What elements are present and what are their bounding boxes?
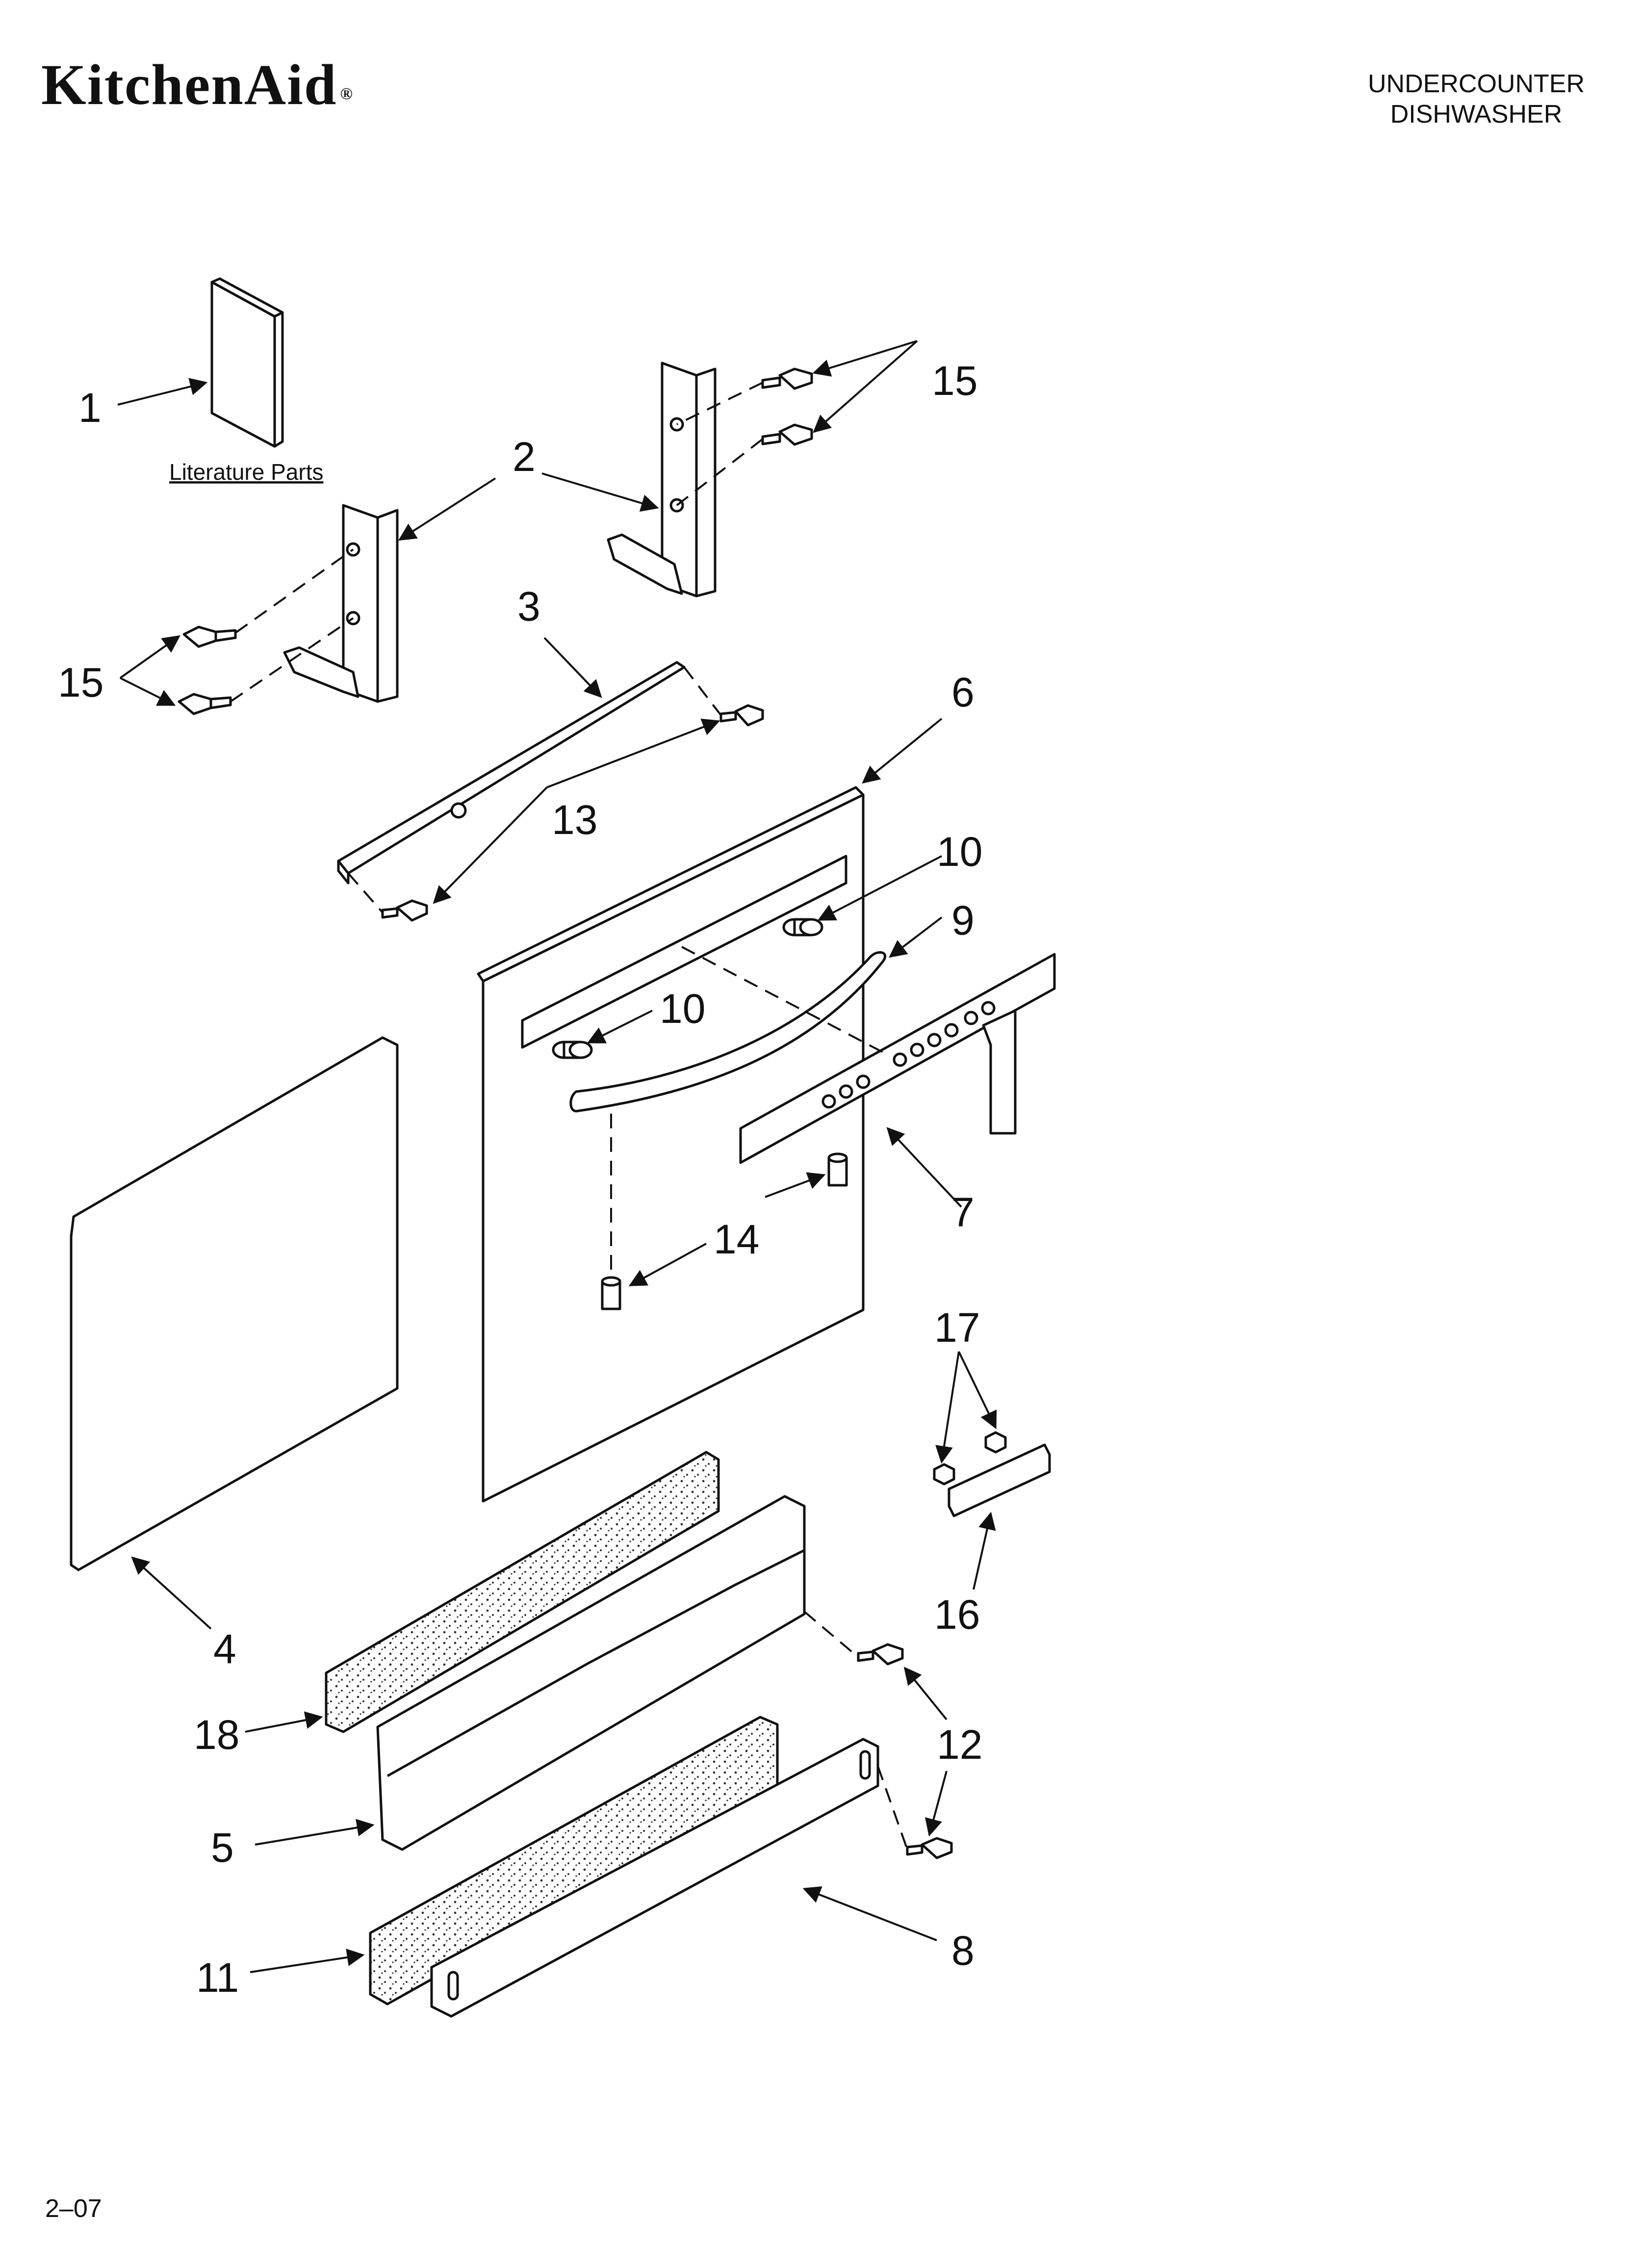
callout-16: 16 <box>934 1591 980 1638</box>
hinge-screw <box>761 423 813 446</box>
callout-13: 13 <box>552 797 597 843</box>
handle-stud <box>552 1041 593 1059</box>
callout-10-upper: 10 <box>937 829 982 875</box>
literature-book <box>210 277 284 448</box>
callout-10-lower: 10 <box>660 986 705 1032</box>
callout-11: 11 <box>196 1955 239 2001</box>
title-line-2: DISHWASHER <box>1390 100 1563 129</box>
hinge-screw <box>178 693 232 715</box>
callout-17: 17 <box>934 1304 980 1351</box>
hinge-bracket-right <box>607 362 717 598</box>
callout-15-right: 15 <box>932 358 977 404</box>
hinge-screw <box>182 626 237 648</box>
access-panel <box>430 1738 879 2018</box>
title-line-1: UNDERCOUNTER <box>1368 70 1585 98</box>
callout-7: 7 <box>951 1189 975 1235</box>
handle-spacer <box>827 1152 848 1187</box>
document-title: UNDERCOUNTER DISHWASHER <box>1305 69 1642 130</box>
literature-parts-label: Literature Parts <box>169 459 323 485</box>
callout-2: 2 <box>513 434 536 480</box>
callout-4: 4 <box>213 1626 236 1672</box>
callout-8: 8 <box>951 1928 975 1974</box>
channel-screw <box>381 899 428 922</box>
callout-18: 18 <box>194 1712 239 1758</box>
callout-5: 5 <box>211 1825 234 1871</box>
kickplate-bracket <box>376 1495 806 1851</box>
control-panel-overlay <box>739 953 1056 1164</box>
callout-6: 6 <box>951 669 975 715</box>
hinge-screw <box>761 367 813 390</box>
outer-door-panel <box>477 786 865 1503</box>
hex-nut <box>933 1463 955 1486</box>
callout-1: 1 <box>78 385 102 431</box>
hinge-bracket-left <box>283 504 399 703</box>
hex-nut <box>984 1431 1007 1454</box>
callout-14: 14 <box>714 1216 759 1262</box>
channel-screw <box>719 704 764 727</box>
callout-15-left: 15 <box>58 659 103 705</box>
trim-clip <box>948 1443 1051 1517</box>
callout-12: 12 <box>937 1721 982 1768</box>
kickplate-screw <box>857 1643 904 1666</box>
handle-spacer <box>601 1276 621 1310</box>
callout-9: 9 <box>951 897 975 943</box>
kickplate-screw <box>906 1837 953 1859</box>
insulation-strip-upper <box>325 1451 720 1733</box>
handle-stud <box>782 918 823 937</box>
callout-3: 3 <box>517 583 540 629</box>
kitchenaid-logo: KitchenAid® <box>41 52 354 117</box>
door-inner-liner <box>70 1036 399 1571</box>
page-code: 2–07 <box>45 2194 102 2223</box>
door-handle <box>569 951 887 1113</box>
